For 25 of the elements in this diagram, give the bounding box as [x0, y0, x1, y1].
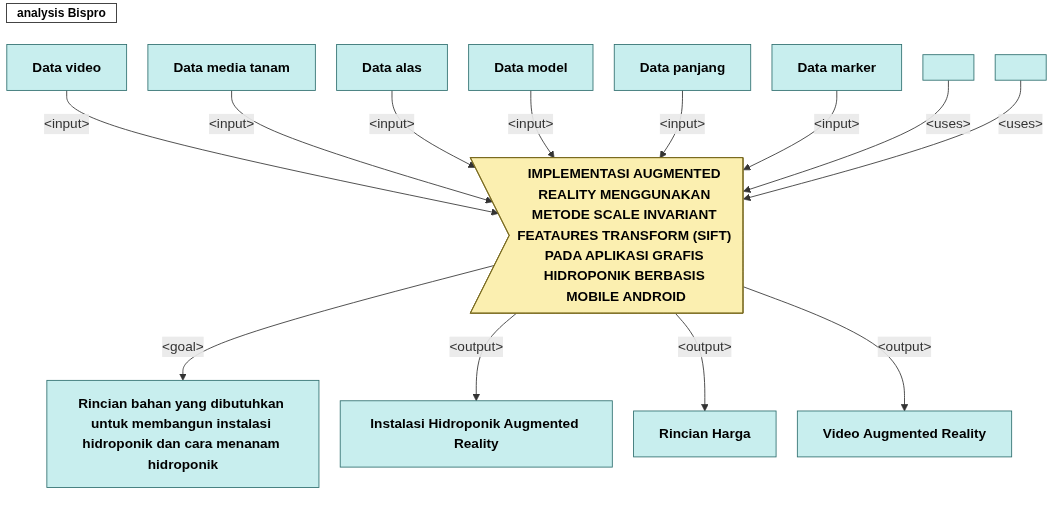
node-box: Data model — [468, 44, 594, 91]
edge-label: <uses> — [926, 116, 971, 131]
edge-label: <output> — [677, 339, 732, 354]
node-box: Data marker — [771, 44, 903, 91]
edge-label: <input> — [814, 116, 860, 131]
node-box: Data media tanam — [147, 44, 316, 91]
edge-label: <output> — [877, 339, 932, 354]
node-box: Video Augmented Reality — [796, 410, 1013, 458]
node-box: Data alas — [336, 44, 448, 91]
edge-label: <input> — [508, 116, 554, 131]
edge-label: <output> — [449, 339, 504, 354]
edge-label: <goal> — [162, 339, 204, 354]
frame-title: analysis Bispro — [6, 3, 117, 23]
edge-label: <uses> — [998, 116, 1043, 131]
edge-label: <input> — [208, 116, 255, 131]
node-box: Data video — [6, 44, 128, 91]
node-box: Instalasi Hidroponik Augmented Reality — [339, 400, 613, 468]
node-box: Rincian bahan yang dibutuhkan untuk membangun instalasi hidroponik dan cara menanam hidroponik — [46, 379, 320, 488]
edge-label: <input> — [659, 116, 706, 131]
node-box — [922, 54, 975, 81]
node-box: Rincian Harga — [633, 410, 777, 458]
edge-label: <input> — [369, 116, 415, 131]
edge-label: <input> — [44, 116, 90, 131]
node-box — [994, 54, 1047, 81]
node-box: Data panjang — [613, 44, 752, 91]
